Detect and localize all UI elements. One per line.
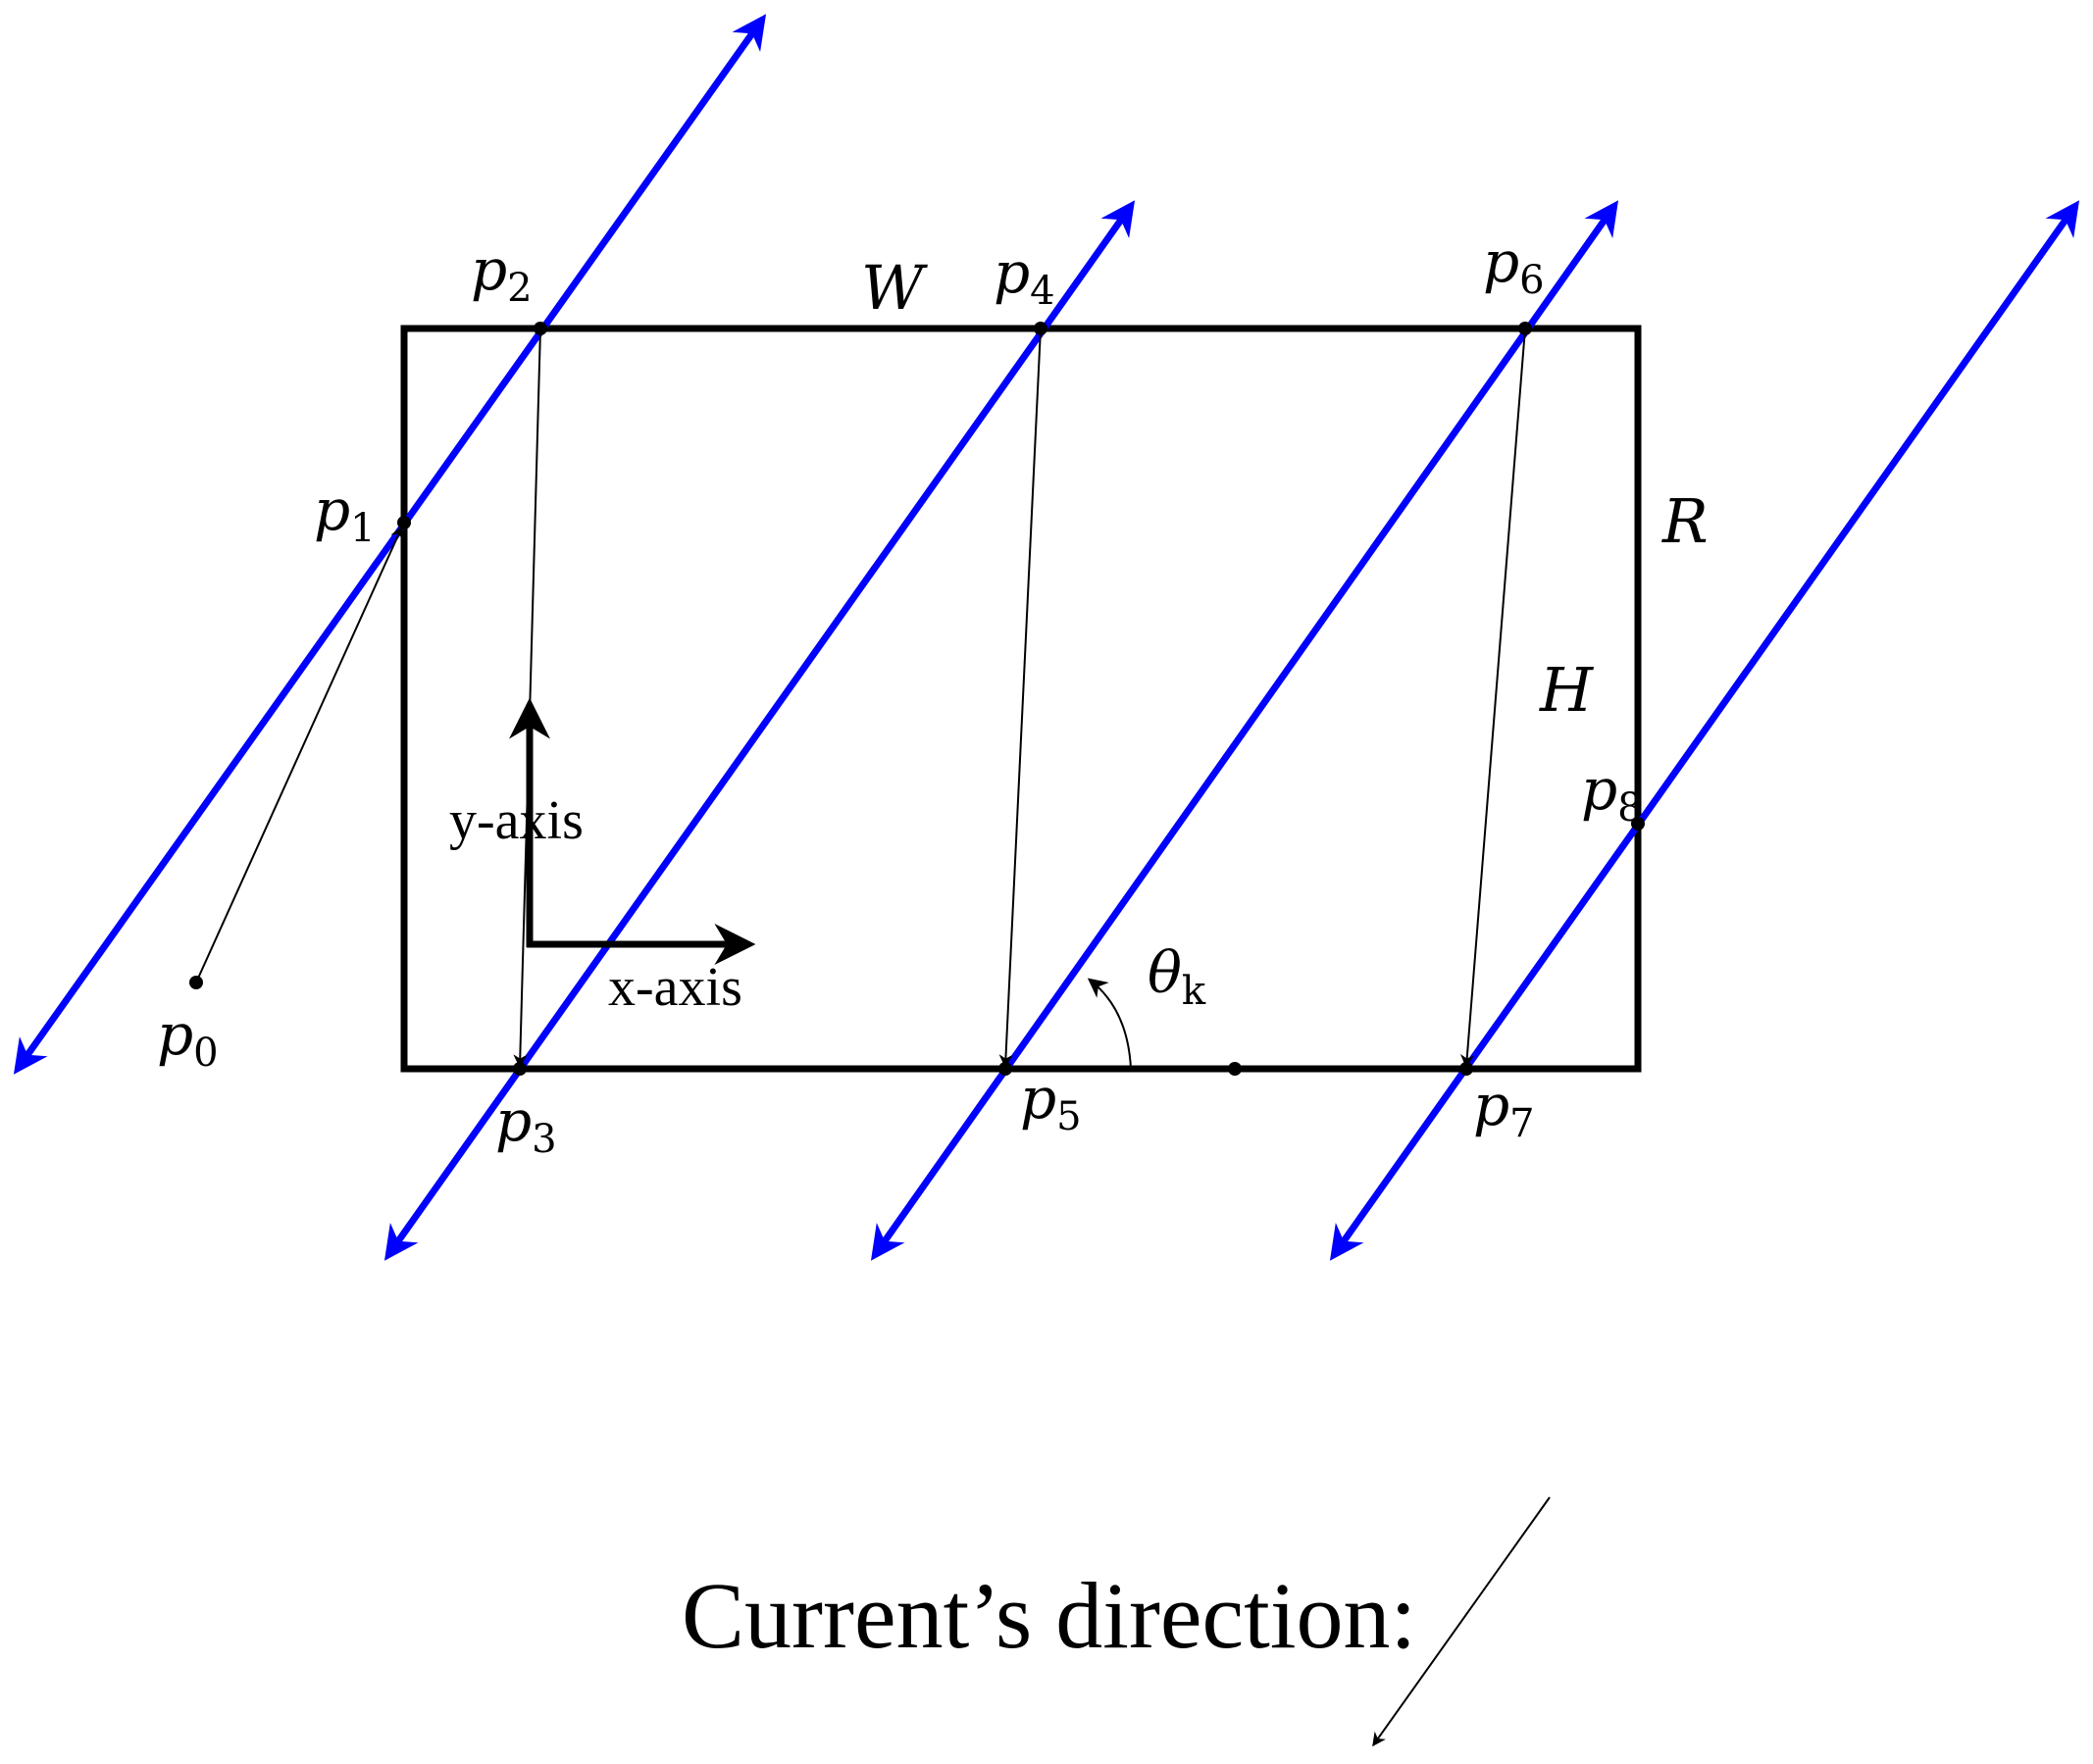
label-p2: p2: [471, 236, 533, 311]
coordinate-axes: [509, 697, 756, 965]
dot-p2: [534, 322, 547, 335]
angle-arc: [1087, 978, 1132, 1070]
dot-bottom-edge: [1228, 1062, 1242, 1076]
label-p7: p7: [1473, 1072, 1535, 1146]
dot-p6: [1518, 322, 1532, 335]
dot-p7: [1459, 1062, 1473, 1076]
label-y-axis: y-axis: [449, 790, 584, 851]
path-segments: [195, 328, 1526, 1069]
label-width: W: [861, 252, 928, 324]
track-lines: [13, 14, 2080, 1261]
dot-p3: [513, 1062, 527, 1076]
label-p8: p8: [1581, 756, 1643, 831]
label-p3: p3: [495, 1087, 557, 1162]
track-line-1: [13, 14, 767, 1075]
segment-p6-p7: [1460, 328, 1526, 1069]
label-p5: p5: [1020, 1065, 1082, 1139]
dot-p0: [189, 976, 203, 989]
label-angle: θk: [1148, 939, 1206, 1014]
label-p6: p6: [1483, 228, 1545, 303]
point-dots: [189, 322, 1645, 1076]
label-height: H: [1539, 654, 1595, 726]
point-labels: p0 p1 p2 p3 p4 p5 p6 p7 p8: [157, 228, 1643, 1162]
segment-p4-p5: [998, 328, 1042, 1069]
label-p1: p1: [314, 477, 376, 551]
track-line-4: [1329, 200, 2080, 1261]
dot-p5: [998, 1062, 1012, 1076]
segment-p2-p3: [513, 328, 541, 1069]
label-region: R: [1661, 485, 1709, 557]
dot-p4: [1034, 322, 1047, 335]
dot-p8: [1631, 817, 1645, 831]
label-x-axis: x-axis: [608, 957, 742, 1018]
label-p4: p4: [994, 239, 1055, 314]
dot-p1: [397, 516, 411, 529]
current-direction-caption: Current’s direction:: [682, 1563, 1416, 1668]
segment-p0-p1: [195, 525, 404, 983]
label-p0: p0: [157, 1001, 219, 1076]
current-direction-arrow: [1372, 1496, 1551, 1747]
